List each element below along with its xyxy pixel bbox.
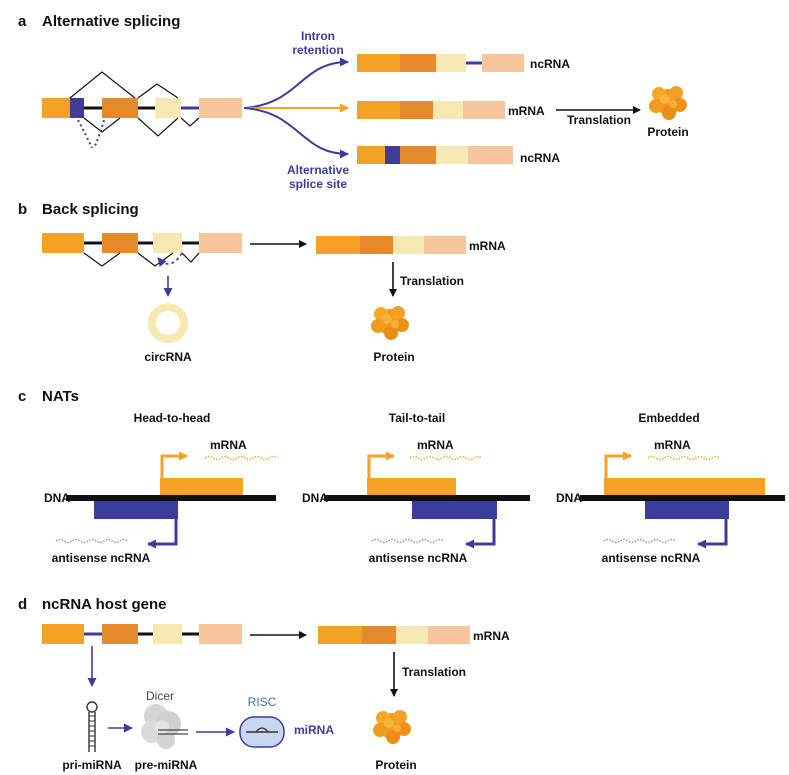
- panel-d: d ncRNA host gene pri-miRNA: [18, 596, 510, 772]
- label-mrna-c2: mRNA: [417, 438, 454, 452]
- risc-icon: [239, 716, 285, 748]
- panel-c-title: NATs: [42, 388, 79, 405]
- label-dicer: Dicer: [146, 689, 174, 703]
- panel-d-letter: d: [18, 596, 27, 613]
- panel-a-letter: a: [18, 13, 27, 30]
- label-retention: retention: [292, 43, 343, 57]
- nat-embedded: Embedded mRNA DNA antisense ncRNA: [556, 411, 785, 565]
- panel-b-title: Back splicing: [42, 201, 139, 218]
- transcript-ncrna-bottom: [357, 146, 513, 164]
- nat-head-to-head: Head-to-head mRNA DNA antisense ncRNA: [44, 411, 278, 565]
- panel-b: b Back splicing circRNA mRNA Translation: [18, 201, 506, 364]
- protein-icon: [373, 710, 411, 744]
- label-translation-a: Translation: [567, 113, 631, 127]
- label-protein-b: Protein: [373, 350, 414, 364]
- panel-a-pre-mrna: [42, 71, 242, 149]
- label-dna-c2: DNA: [302, 491, 328, 505]
- label-ncrna-bottom: ncRNA: [520, 151, 560, 165]
- panel-d-host-gene: [42, 624, 242, 644]
- arrow-alt-splice: [243, 107, 349, 159]
- protein-icon: [371, 306, 409, 340]
- label-translation-d: Translation: [402, 665, 466, 679]
- label-antisense-c1: antisense ncRNA: [52, 551, 151, 565]
- dicer-icon: [141, 704, 188, 749]
- panel-c-letter: c: [18, 388, 26, 405]
- label-antisense-c3: antisense ncRNA: [602, 551, 701, 565]
- label-pri-mirna: pri-miRNA: [62, 758, 122, 772]
- panel-a-title: Alternative splicing: [42, 13, 180, 30]
- label-ncrna-top: ncRNA: [530, 57, 570, 71]
- transcript-mrna-a: [357, 101, 505, 119]
- label-antisense-c2: antisense ncRNA: [369, 551, 468, 565]
- circrna-icon: [148, 303, 188, 343]
- label-mrna-c3: mRNA: [654, 438, 691, 452]
- panel-c: c NATs Head-to-head mRNA DNA antisense n…: [18, 388, 785, 565]
- label-dna-c1: DNA: [44, 491, 70, 505]
- label-risc: RISC: [248, 695, 277, 709]
- label-mrna-a: mRNA: [508, 104, 545, 118]
- heading-tail-to-tail: Tail-to-tail: [389, 411, 445, 425]
- protein-icon: [649, 86, 687, 120]
- pri-mirna-icon: [86, 701, 98, 752]
- label-translation-b: Translation: [400, 274, 464, 288]
- label-mirna: miRNA: [294, 723, 334, 737]
- label-splice-site: splice site: [289, 177, 347, 191]
- heading-head-to-head: Head-to-head: [134, 411, 211, 425]
- label-mrna-d: mRNA: [473, 629, 510, 643]
- label-pre-mirna: pre-miRNA: [135, 758, 198, 772]
- panel-b-pre-mrna: [42, 233, 242, 297]
- transcript-mrna-b: [316, 236, 466, 254]
- nat-tail-to-tail: Tail-to-tail mRNA DNA antisense ncRNA: [302, 411, 530, 565]
- panel-d-title: ncRNA host gene: [42, 596, 166, 613]
- panel-a: a Alternative splicing Intron retention …: [18, 13, 689, 191]
- label-mrna-b: mRNA: [469, 239, 506, 253]
- transcript-mrna-d: [318, 626, 470, 644]
- label-protein-d: Protein: [375, 758, 416, 772]
- panel-b-letter: b: [18, 201, 27, 218]
- transcript-ncrna-top: [357, 54, 524, 72]
- arrow-intron-retention: [243, 57, 349, 109]
- label-protein-a: Protein: [647, 125, 688, 139]
- label-alternative: Alternative: [287, 163, 349, 177]
- label-circrna: circRNA: [144, 350, 192, 364]
- label-dna-c3: DNA: [556, 491, 582, 505]
- heading-embedded: Embedded: [638, 411, 699, 425]
- label-mrna-c1: mRNA: [210, 438, 247, 452]
- label-intron: Intron: [301, 29, 335, 43]
